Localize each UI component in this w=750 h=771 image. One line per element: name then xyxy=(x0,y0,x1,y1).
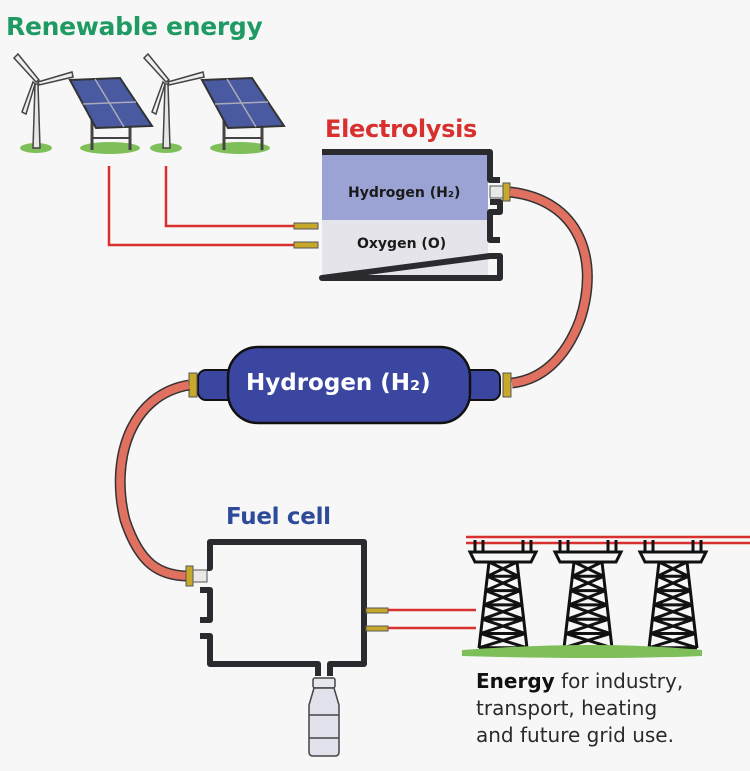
wind-turbine-icon xyxy=(12,52,74,153)
power-wire xyxy=(164,166,296,228)
electrolysis-title: Electrolysis xyxy=(325,115,477,143)
electrolyzer xyxy=(319,149,511,281)
transmission-tower-icon xyxy=(467,540,539,650)
transmission-tower-icon xyxy=(637,540,709,650)
solar-panel-icon xyxy=(68,76,154,154)
transmission-tower-icon xyxy=(552,540,624,650)
water-bottle-icon xyxy=(308,677,340,757)
energy-description: Energy for industry, transport, heating … xyxy=(476,668,746,749)
energy-keyword: Energy xyxy=(476,669,555,693)
oxygen-chamber-label: Oxygen (O) xyxy=(357,236,447,252)
power-wire xyxy=(107,166,296,247)
hydrogen-chamber-label: Hydrogen (H₂) xyxy=(348,185,461,201)
hydrogen-storage-tank xyxy=(188,345,512,425)
energy-line2: transport, heating xyxy=(476,696,658,720)
renewable-energy-title: Renewable energy xyxy=(6,12,263,41)
wind-turbine-icon xyxy=(142,52,205,153)
pipe-hose-icon xyxy=(509,186,593,389)
grass-icon xyxy=(462,645,702,658)
solar-panel-icon xyxy=(200,76,286,154)
storage-tank-label: Hydrogen (H₂) xyxy=(246,370,431,396)
fuel-cell xyxy=(200,539,389,676)
pipe-hose-icon xyxy=(114,379,191,582)
fuel-cell-title: Fuel cell xyxy=(226,504,331,530)
energy-line3: and future grid use. xyxy=(476,723,674,747)
energy-line1: for industry, xyxy=(554,669,684,693)
